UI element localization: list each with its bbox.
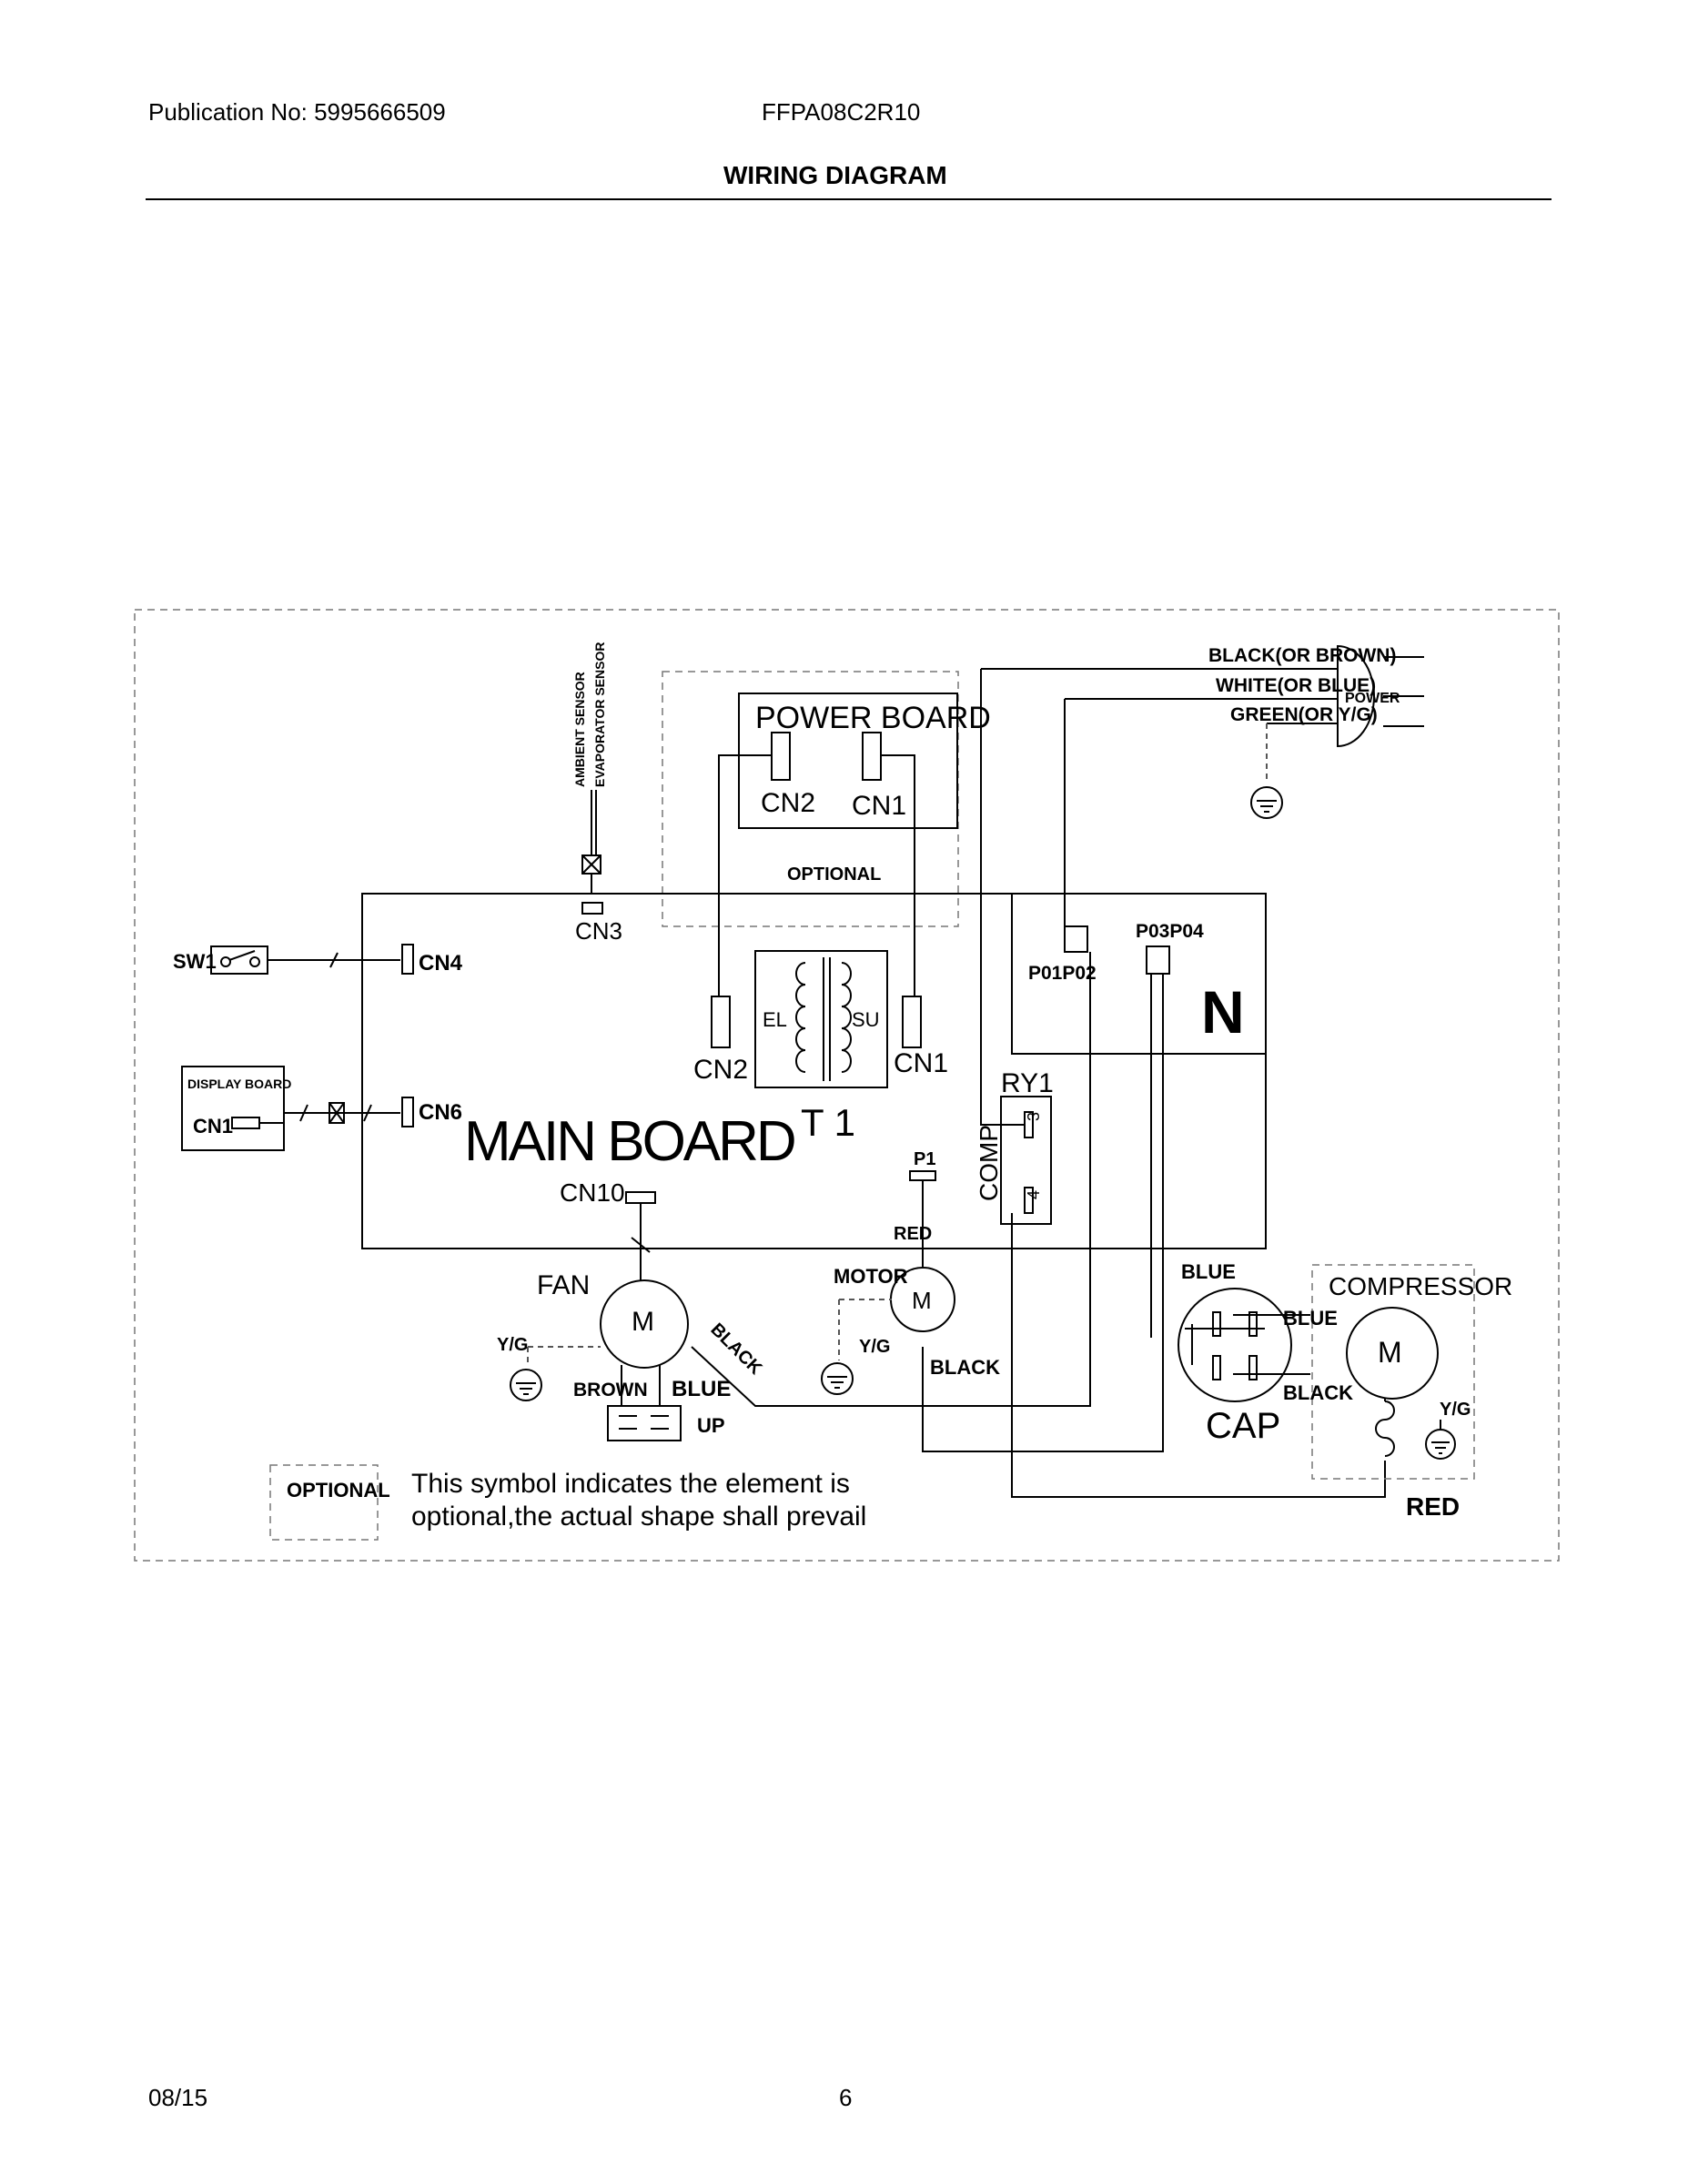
label-black-cap: BLACK — [1283, 1381, 1353, 1404]
page-title: WIRING DIAGRAM — [723, 161, 947, 189]
power-cn1-connector — [862, 732, 882, 781]
main-board — [361, 893, 1267, 1249]
footer-page-number: 6 — [839, 2084, 853, 2111]
label-motor: MOTOR — [834, 1265, 908, 1288]
legend-line2: optional,the actual shape shall prevail — [411, 1502, 866, 1532]
label-yg-fan: Y/G — [497, 1335, 528, 1355]
relay-ry1 — [1000, 1096, 1052, 1225]
fan-connector-up — [607, 1405, 682, 1441]
label-black-or-brown: BLACK(OR BROWN) — [1208, 645, 1396, 666]
ground-icon — [510, 1369, 542, 1401]
label-main-cn1: CN1 — [894, 1048, 948, 1078]
capacitor — [1178, 1288, 1292, 1402]
label-power-plug: POWER — [1345, 691, 1400, 706]
compressor-optional-box — [1311, 1264, 1475, 1480]
label-power-cn1: CN1 — [852, 791, 906, 821]
label-transformer: T 1 — [801, 1101, 855, 1144]
footer-date: 08/15 — [148, 2084, 208, 2111]
label-relay-pin4: 4 — [1025, 1190, 1043, 1199]
label-p1: P1 — [914, 1149, 935, 1169]
transformer — [754, 950, 888, 1088]
power-cn2-connector — [771, 732, 791, 781]
label-cn3: CN3 — [575, 917, 622, 945]
label-yg-compressor: Y/G — [1440, 1400, 1471, 1420]
label-cn6: CN6 — [419, 1100, 462, 1125]
label-cn4: CN4 — [419, 951, 463, 976]
label-blue-cap-top: BLUE — [1181, 1260, 1236, 1283]
neutral-box — [1011, 894, 1266, 1055]
label-up: UP — [697, 1414, 725, 1437]
power-plug — [1337, 644, 1375, 748]
label-yg-motor: Y/G — [859, 1337, 890, 1357]
display-board — [181, 1066, 285, 1151]
legend-line1: This symbol indicates the element is — [411, 1469, 850, 1499]
label-relay-pin3: 3 — [1025, 1112, 1043, 1121]
publication-number: Publication No: 5995666509 — [148, 98, 446, 126]
label-power-cn2: CN2 — [761, 788, 815, 818]
label-p01p02: P01P02 — [1028, 963, 1097, 984]
legend-optional-tag: OPTIONAL — [287, 1479, 390, 1502]
label-cap: CAP — [1206, 1406, 1280, 1446]
label-p03p04: P03P04 — [1136, 921, 1204, 942]
label-black-motor: BLACK — [930, 1356, 1000, 1379]
label-red-motor: RED — [894, 1224, 932, 1244]
label-brown: BROWN — [573, 1380, 648, 1400]
power-board — [738, 693, 958, 829]
header-rule — [146, 198, 1552, 200]
ground-icon — [821, 1362, 854, 1395]
cn4-connector — [401, 944, 414, 975]
ground-icon — [1250, 786, 1283, 819]
legend-optional-box — [269, 1464, 379, 1541]
label-red-compressor: RED — [1406, 1492, 1460, 1521]
label-blue-cap: BLUE — [1283, 1307, 1338, 1330]
label-cn10: CN10 — [560, 1178, 625, 1207]
label-blue-fan: BLUE — [672, 1377, 731, 1401]
label-display-cn1: CN1 — [193, 1115, 233, 1138]
label-transformer-su: SU — [852, 1008, 880, 1031]
main-cn1-connector — [902, 996, 922, 1048]
p1-connector — [909, 1170, 936, 1181]
label-power-board: POWER BOARD — [755, 701, 991, 735]
label-motor-m: M — [912, 1287, 932, 1314]
cn6-connector — [401, 1097, 414, 1127]
label-main-board: MAIN BOARD — [464, 1110, 794, 1173]
model-number: FFPA08C2R10 — [762, 98, 921, 126]
label-ambient-sensor: AMBIENT SENSOR — [572, 672, 587, 787]
ground-icon — [1425, 1429, 1456, 1460]
label-comp: COMP — [975, 1125, 1003, 1201]
label-main-cn2: CN2 — [693, 1055, 748, 1085]
p01p02-connector — [1064, 925, 1088, 953]
label-transformer-el: EL — [763, 1008, 787, 1031]
label-display-board: DISPLAY BOARD — [187, 1077, 291, 1091]
label-compressor: COMPRESSOR — [1329, 1272, 1512, 1300]
cn3-connector — [581, 902, 603, 915]
p03p04-connector — [1146, 945, 1170, 975]
label-sw1: SW1 — [173, 950, 217, 973]
cn10-connector — [625, 1191, 656, 1204]
label-fan-m: M — [632, 1307, 654, 1337]
label-optional-power: OPTIONAL — [787, 864, 881, 885]
label-neutral: N — [1201, 978, 1245, 1046]
label-white-or-blue: WHITE(OR BLUE) — [1216, 675, 1376, 696]
compressor-motor — [1346, 1307, 1439, 1400]
diagram-frame — [134, 609, 1560, 1562]
fan-motor — [600, 1279, 689, 1369]
label-evaporator-sensor: EVAPORATOR SENSOR — [592, 642, 607, 787]
label-compressor-m: M — [1378, 1336, 1402, 1369]
main-cn2-connector — [711, 996, 731, 1048]
label-ry1: RY1 — [1001, 1068, 1054, 1098]
label-green-or-yg: GREEN(OR Y/G) — [1230, 704, 1378, 725]
label-fan: FAN — [537, 1270, 590, 1300]
